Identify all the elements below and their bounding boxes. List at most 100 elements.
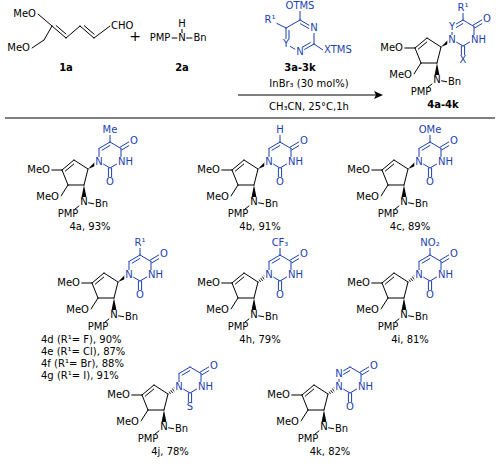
bond-line <box>418 42 426 49</box>
compound-number: 4a-4k <box>426 100 459 110</box>
atom-label: Bn <box>334 424 349 434</box>
atom-label: MeO <box>196 165 221 175</box>
atom-label: PMP <box>57 209 80 219</box>
bond-line <box>84 169 88 185</box>
atom-label: OMe <box>418 125 443 135</box>
atom-label: O <box>135 290 145 300</box>
atom-label: MeO <box>355 192 380 202</box>
atom-label: N <box>399 197 408 207</box>
bond-line <box>409 280 410 282</box>
bond-line <box>403 48 415 49</box>
bond-line <box>220 283 232 284</box>
bond-line <box>232 170 238 185</box>
bond-line <box>463 20 474 27</box>
bond-line <box>145 389 153 396</box>
bond-line <box>104 273 118 282</box>
atom-label: N <box>447 35 456 45</box>
atom-label: OTMS <box>285 1 316 11</box>
bond-line <box>385 277 393 284</box>
atom-label: N <box>174 382 183 392</box>
atom-label: O <box>129 136 139 146</box>
bond-line <box>235 164 243 171</box>
atom-label: NH <box>197 382 214 392</box>
bond-line <box>132 259 140 264</box>
bond-line <box>301 410 308 421</box>
yield-caption: 4b, 91% <box>238 222 281 232</box>
atom-label: N <box>159 422 168 432</box>
bond-line <box>154 385 168 394</box>
atom-label: MeO <box>56 278 81 288</box>
atom-label: O <box>345 402 355 412</box>
bond-line <box>238 185 254 186</box>
atom-label: MeO <box>355 305 380 315</box>
atom-label: MeO <box>106 390 131 400</box>
bond-line <box>280 255 291 262</box>
atom-label: NH <box>357 382 374 392</box>
atom-label: N <box>309 23 318 33</box>
atom-label: MeO <box>346 278 371 288</box>
atom-label: MeO <box>388 70 413 80</box>
atom-label: H <box>177 19 187 29</box>
bond-line <box>182 371 190 376</box>
bond-line <box>95 277 103 284</box>
atom-label: Bn <box>264 312 279 322</box>
bond-line <box>261 278 263 280</box>
condition-text: InBr₃ (30 mol%) <box>268 79 349 89</box>
atom-label: Bn <box>414 312 429 322</box>
atom-label: O <box>299 249 309 259</box>
atom-label: PMP <box>410 87 433 97</box>
bond-line <box>370 283 382 284</box>
bond-line <box>419 255 430 262</box>
bond-line <box>140 255 151 262</box>
atom-label: NH <box>117 157 134 167</box>
atom-label: N <box>334 369 343 379</box>
bond-line <box>430 142 441 149</box>
yield-caption: 4i, 81% <box>390 335 430 345</box>
bond-line <box>190 367 201 374</box>
atom-label: Bn <box>192 33 207 43</box>
bond-line <box>394 160 408 169</box>
atom-label: N <box>109 310 118 320</box>
bond-line <box>148 410 164 411</box>
bond-line <box>350 367 361 374</box>
atom-label: X <box>459 55 468 65</box>
atom-label: MeO <box>26 165 51 175</box>
bond-line <box>427 38 441 47</box>
compound-number: 3a-3k <box>283 63 316 73</box>
atom-label: N <box>79 197 88 207</box>
bond-line <box>269 142 280 149</box>
bond-line <box>382 283 388 298</box>
bond-line <box>56 26 66 34</box>
bond-line <box>324 394 328 410</box>
atom-label: N <box>249 310 258 320</box>
atom-label: PMP <box>377 322 400 332</box>
atom-label: PMP <box>297 434 320 444</box>
bond-line <box>244 160 258 169</box>
bond-line <box>38 14 52 26</box>
bond-line <box>305 389 313 396</box>
atom-label: O <box>369 361 379 371</box>
atom-label: PMP <box>137 434 160 444</box>
condition-text: CH₃CN, 25°C,1h <box>268 102 350 112</box>
bond-line <box>110 142 121 149</box>
bond-line <box>259 280 260 282</box>
atom-label: Bn <box>264 199 279 209</box>
bond-line <box>415 48 421 63</box>
atom-label: MeO <box>205 192 230 202</box>
atom-label: O <box>449 249 459 259</box>
atom-label: Y <box>448 22 456 32</box>
bond-line <box>114 282 118 298</box>
bond-line <box>254 282 258 298</box>
bond-line <box>385 164 393 171</box>
divider-rule <box>5 118 495 119</box>
atom-label: MeO <box>65 305 90 315</box>
atom-label: XTMS <box>323 45 353 55</box>
yield-caption: 4d (R¹= F), 90% <box>40 335 123 345</box>
atom-label: NH <box>147 270 164 280</box>
bond-line <box>44 26 52 40</box>
atom-label: MeO <box>379 43 404 53</box>
bond-line <box>231 298 238 309</box>
atom-label: N <box>319 422 328 432</box>
atom-label: Me <box>102 125 119 135</box>
